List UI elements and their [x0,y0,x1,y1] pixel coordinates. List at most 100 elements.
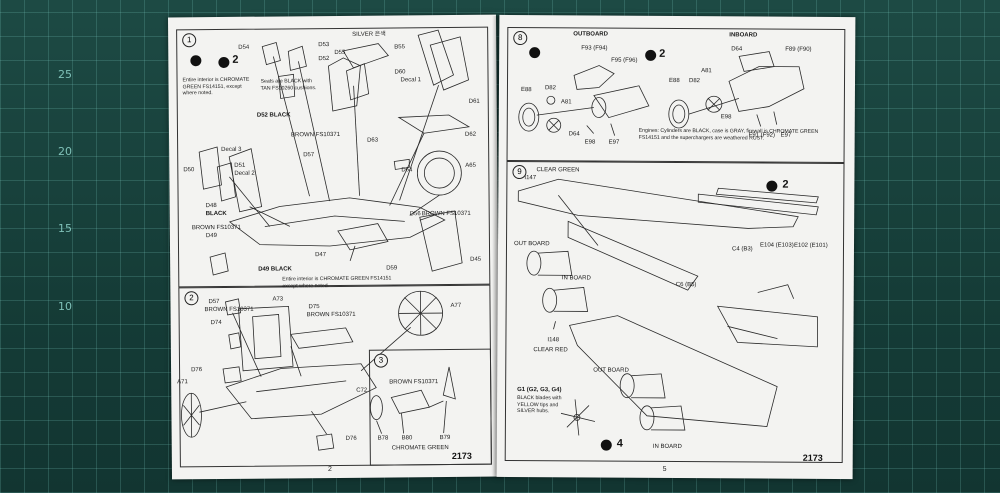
part-label: B80 [401,435,413,442]
part-label: E97 [608,139,620,146]
part-label: D76 [191,367,203,374]
part-label: A81 [560,99,572,106]
part-label: A81 [701,68,712,75]
section-label: OUT BOARD [513,241,550,248]
part-label: D62 [465,131,477,138]
part-label: I148 [547,337,560,344]
part-label: I147 [524,175,537,182]
section-label: IN BOARD [652,443,682,451]
interior-color-note: Entire interior is CHROMATE GREEN FS1415… [182,76,250,97]
part-label: C4 (B3) [731,246,753,253]
step-number: 8 [513,31,528,46]
part-label: D50 [183,167,195,174]
section-label: INBOARD [729,32,758,39]
kit-code: 2173 [802,452,823,463]
paint-note: D49 BLACK [258,266,292,273]
part-label: E104 (E103) [759,242,794,249]
part-label: E88 [668,77,680,85]
kit-code: 2173 [451,450,472,461]
part-label: D49 [205,233,217,240]
part-label: D48 [205,203,217,210]
part-label: G1 (G2, G3, G4) [517,387,562,394]
assembly-line-art-left [168,15,500,480]
paint-note: BROWN FS10371 [389,379,439,386]
part-label: D76 [345,435,357,442]
part-label: D57 [303,152,315,159]
paint-note: D52 BLACK [256,112,291,119]
cement-icon [766,180,778,192]
mat-number: 10 [58,300,72,313]
mat-number: 25 [58,68,72,81]
paint-note: CHROMATE GREEN [391,445,449,452]
quantity-label: 2 [782,178,789,191]
part-label: D55 [334,49,346,56]
part-label: B55 [394,44,405,51]
decal-label: Decal 1 [400,77,421,84]
part-label: D51 [234,162,246,169]
part-label: D82 [688,78,701,85]
section-label: IN BOARD [561,275,591,282]
paint-note: SILVER 은색 [352,31,386,38]
paint-note: BROWN FS10371 [306,311,356,319]
cement-icon [190,55,202,67]
paint-note: BROWN FS10371 [421,210,471,218]
paint-note: BROWN FS10371 [191,224,241,232]
part-label: A71 [177,379,188,386]
instruction-page-right: 8 9 OUTBOARD INBOARD F93 (F94) F95 (F96)… [496,14,856,480]
assembly-line-art-right [497,15,856,479]
part-label: D45 [470,256,482,263]
instruction-page-left: 1 2 3 D54 D53 D52 D55 B55 SILVER 은색 Deca… [167,14,501,480]
part-label: A73 [272,296,284,303]
step-number: 2 [184,291,199,306]
part-label: D54 [238,44,250,51]
part-label: D74 [210,319,222,327]
part-label: D53 [318,42,330,49]
part-label: E88 [520,87,532,94]
part-label: D75 [308,304,320,311]
part-label: E98 [584,139,596,146]
part-label: D56 [409,211,421,218]
section-label: OUTBOARD [573,31,608,38]
step-number: 3 [373,353,389,368]
paint-note: BLACK [205,210,227,218]
part-label: D64 [568,131,580,138]
part-label: B79 [439,434,451,442]
part-label: D47 [315,252,327,259]
part-label: F95 (F96) [611,57,638,64]
quantity-label: 2 [232,53,239,66]
part-label: D57 [208,299,220,306]
paint-note: CLEAR GREEN [536,167,580,174]
part-label: E102 (E101) [793,242,828,249]
cement-icon [600,439,612,451]
part-label: D82 [544,85,557,92]
propeller-color-note: BLACK blades with YELLOW tips and SILVER… [516,395,562,415]
part-label: D64 [731,46,743,53]
glue-tube-icon [645,49,657,61]
part-label: D60 [394,69,406,76]
part-label: D63 [367,137,379,144]
decal-label: Decal 3 [221,146,242,153]
page-number: 2 [327,466,332,474]
part-label: C6 (B5) [675,281,697,289]
quantity-label: 4 [616,437,623,450]
glue-tube-icon [218,56,230,69]
paint-note: BROWN FS10371 [204,306,254,314]
part-label: F89 (F90) [785,46,812,53]
part-label: D61 [468,98,480,105]
part-label: F93 (F94) [581,45,608,52]
part-label: C72 [356,387,368,394]
step-number: 1 [182,33,197,48]
quantity-label: 2 [659,47,666,60]
interior-color-note: Entire interior is CHROMATE GREEN FS1415… [282,275,392,289]
part-label: E98 [720,114,732,121]
paint-note: CLEAR RED [533,347,568,354]
cement-icon [529,47,541,59]
part-label: D64 [401,167,413,174]
part-label: A65 [465,162,477,169]
decal-label: Decal 2 [234,170,255,177]
part-label: D52 [318,56,330,63]
part-label: B78 [377,435,389,442]
mat-number: 20 [58,145,72,158]
engine-color-note: Engines: Cylinders are BLACK, case is GR… [638,127,819,142]
part-label: A77 [450,302,462,309]
